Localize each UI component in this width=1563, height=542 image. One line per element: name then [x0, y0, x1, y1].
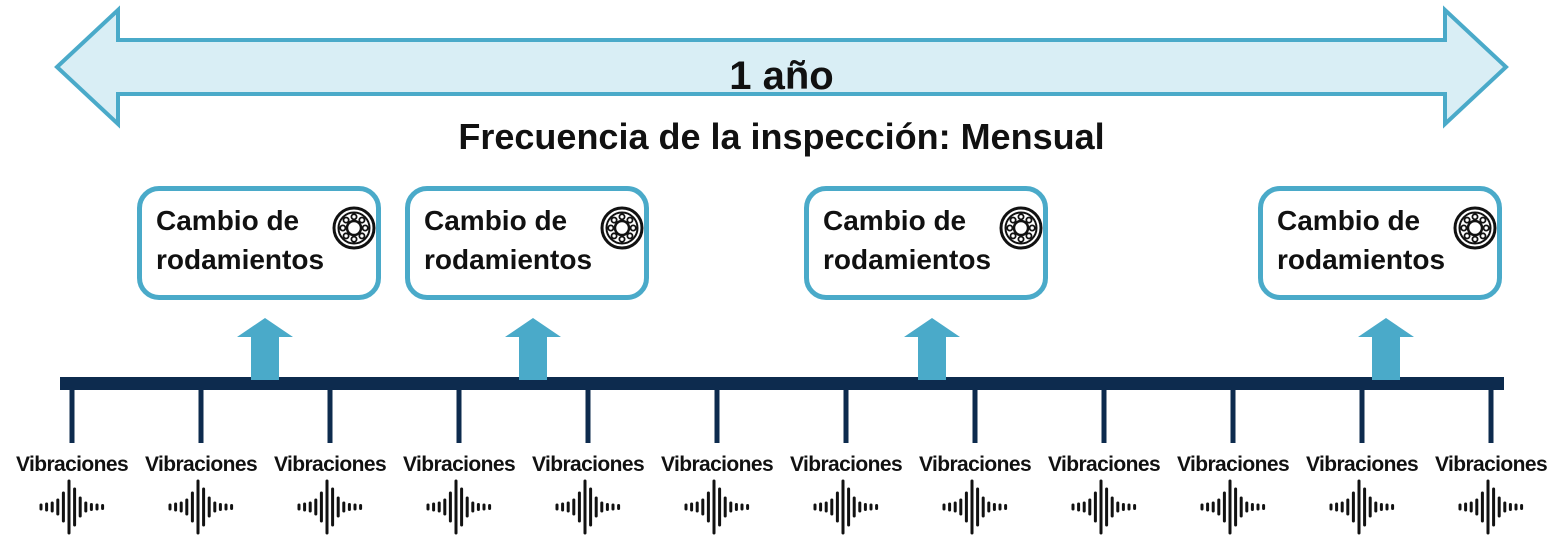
vibration-inspection-label: Vibraciones: [660, 453, 774, 476]
sound-wave-icon: [295, 477, 365, 537]
period-label: 1 año: [729, 54, 834, 98]
card-title-line1: Cambio de: [1277, 205, 1421, 236]
card-title-line2: rodamientos: [1277, 244, 1446, 275]
month-tick: [714, 385, 720, 443]
month-tick: [585, 385, 591, 443]
vibration-inspection-label: Vibraciones: [1434, 453, 1548, 476]
bearing-change-card: Cambio de rodamientos: [137, 186, 381, 300]
bearing-icon: [999, 206, 1043, 250]
month-tick: [1101, 385, 1107, 443]
sound-wave-icon: [940, 477, 1010, 537]
maintenance-arrow-icon: [505, 318, 561, 380]
sound-wave-icon: [1327, 477, 1397, 537]
inspection-frequency: Frecuencia de la inspección: Mensual: [458, 116, 1105, 157]
month-tick: [327, 385, 333, 443]
vibration-inspection-label: Vibraciones: [918, 453, 1032, 476]
month-tick: [198, 385, 204, 443]
month-tick: [456, 385, 462, 443]
vibration-inspection-label: Vibraciones: [15, 453, 129, 476]
sound-wave-icon: [424, 477, 494, 537]
vibration-inspection-label: Vibraciones: [273, 453, 387, 476]
vibration-inspection-label: Vibraciones: [1047, 453, 1161, 476]
vibration-inspection-label: Vibraciones: [402, 453, 516, 476]
sound-wave-icon: [682, 477, 752, 537]
bearing-change-card: Cambio de rodamientos: [405, 186, 649, 300]
vibration-inspection-label: Vibraciones: [531, 453, 645, 476]
bearing-icon: [1453, 206, 1497, 250]
vibration-inspection-label: Vibraciones: [1176, 453, 1290, 476]
sound-wave-icon: [37, 477, 107, 537]
maintenance-arrow-icon: [1358, 318, 1414, 380]
bearing-icon: [600, 206, 644, 250]
month-tick: [69, 385, 75, 443]
sound-wave-icon: [166, 477, 236, 537]
card-title-line1: Cambio de: [156, 205, 300, 236]
maintenance-arrow-icon: [904, 318, 960, 380]
vibration-inspection-label: Vibraciones: [789, 453, 903, 476]
month-tick: [1488, 385, 1494, 443]
month-tick: [843, 385, 849, 443]
sound-wave-icon: [811, 477, 881, 537]
maintenance-arrow-icon: [237, 318, 293, 380]
timeline-bar: [60, 377, 1504, 390]
month-tick: [1230, 385, 1236, 443]
card-title-line2: rodamientos: [424, 244, 593, 275]
bearing-change-card: Cambio de rodamientos: [804, 186, 1048, 300]
sound-wave-icon: [1456, 477, 1526, 537]
vibration-inspection-label: Vibraciones: [1305, 453, 1419, 476]
card-title-line2: rodamientos: [823, 244, 992, 275]
sound-wave-icon: [553, 477, 623, 537]
card-title-line1: Cambio de: [424, 205, 568, 236]
bearing-icon: [332, 206, 376, 250]
month-tick: [1359, 385, 1365, 443]
card-title-line1: Cambio de: [823, 205, 967, 236]
month-tick: [972, 385, 978, 443]
sound-wave-icon: [1069, 477, 1139, 537]
card-title-line2: rodamientos: [156, 244, 325, 275]
vibration-inspection-label: Vibraciones: [144, 453, 258, 476]
one-year-double-arrow: [54, 5, 1509, 129]
sound-wave-icon: [1198, 477, 1268, 537]
bearing-change-card: Cambio de rodamientos: [1258, 186, 1502, 300]
